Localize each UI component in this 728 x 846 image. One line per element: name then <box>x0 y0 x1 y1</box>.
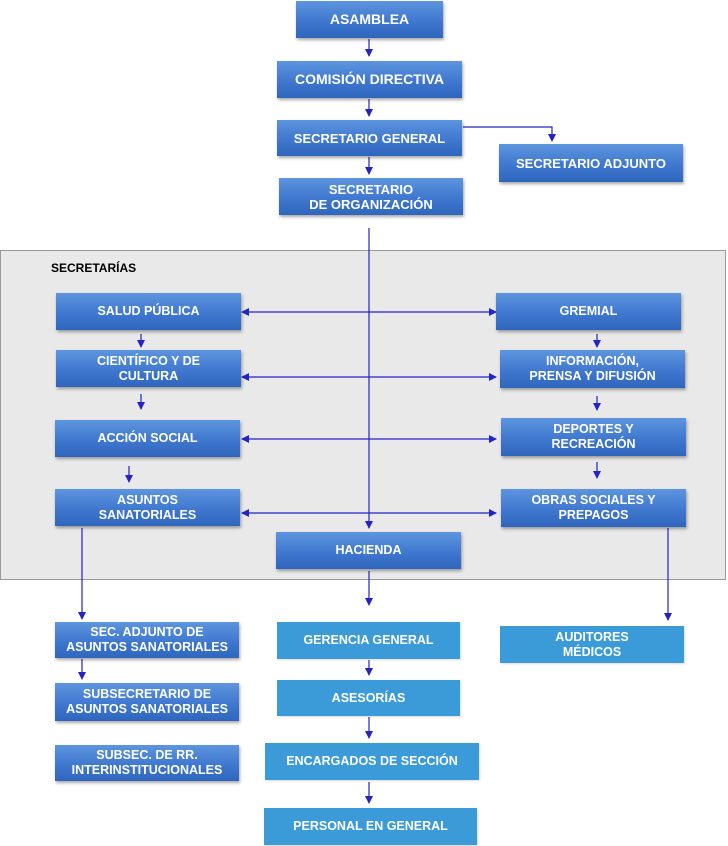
node-asuntos-sanatoriales: ASUNTOS SANATORIALES <box>55 489 240 526</box>
node-salud-publica: SALUD PÚBLICA <box>56 293 241 330</box>
node-subsecretario-asuntos: SUBSECRETARIO DE ASUNTOS SANATORIALES <box>55 683 239 721</box>
node-encargados-seccion: ENCARGADOS DE SECCIÓN <box>265 743 479 780</box>
node-deportes-recreacion: DEPORTES Y RECREACIÓN <box>501 418 686 456</box>
node-obras-sociales: OBRAS SOCIALES Y PREPAGOS <box>501 489 686 527</box>
node-sec-adjunto-asuntos: SEC. ADJUNTO DE ASUNTOS SANATORIALES <box>55 622 239 658</box>
node-subsec-rr: SUBSEC. DE RR. INTERINSTITUCIONALES <box>55 745 239 781</box>
node-accion-social: ACCIÓN SOCIAL <box>55 420 240 457</box>
node-asesorias: ASESORÍAS <box>277 680 460 716</box>
node-personal-general: PERSONAL EN GENERAL <box>264 808 477 845</box>
secretarias-panel-title: SECRETARÍAS <box>51 261 137 275</box>
node-comision-directiva: COMISIÓN DIRECTIVA <box>277 61 462 98</box>
node-secretario-organizacion: SECRETARIO DE ORGANIZACIÓN <box>279 178 463 215</box>
node-cientifico-cultura: CIENTÍFICO Y DE CULTURA <box>56 350 241 387</box>
node-secretario-adjunto: SECRETARIO ADJUNTO <box>499 144 683 182</box>
node-auditores-medicos: AUDITORES MÉDICOS <box>500 626 684 663</box>
node-hacienda: HACIENDA <box>276 532 461 569</box>
arrow-secgeneral-adjunto <box>463 126 556 142</box>
node-informacion-prensa: INFORMACIÓN, PRENSA Y DIFUSIÓN <box>500 350 685 388</box>
node-asamblea: ASAMBLEA <box>296 1 443 38</box>
node-secretario-general: SECRETARIO GENERAL <box>277 120 462 156</box>
node-gerencia-general: GERENCIA GENERAL <box>277 622 460 659</box>
node-gremial: GREMIAL <box>496 293 681 330</box>
